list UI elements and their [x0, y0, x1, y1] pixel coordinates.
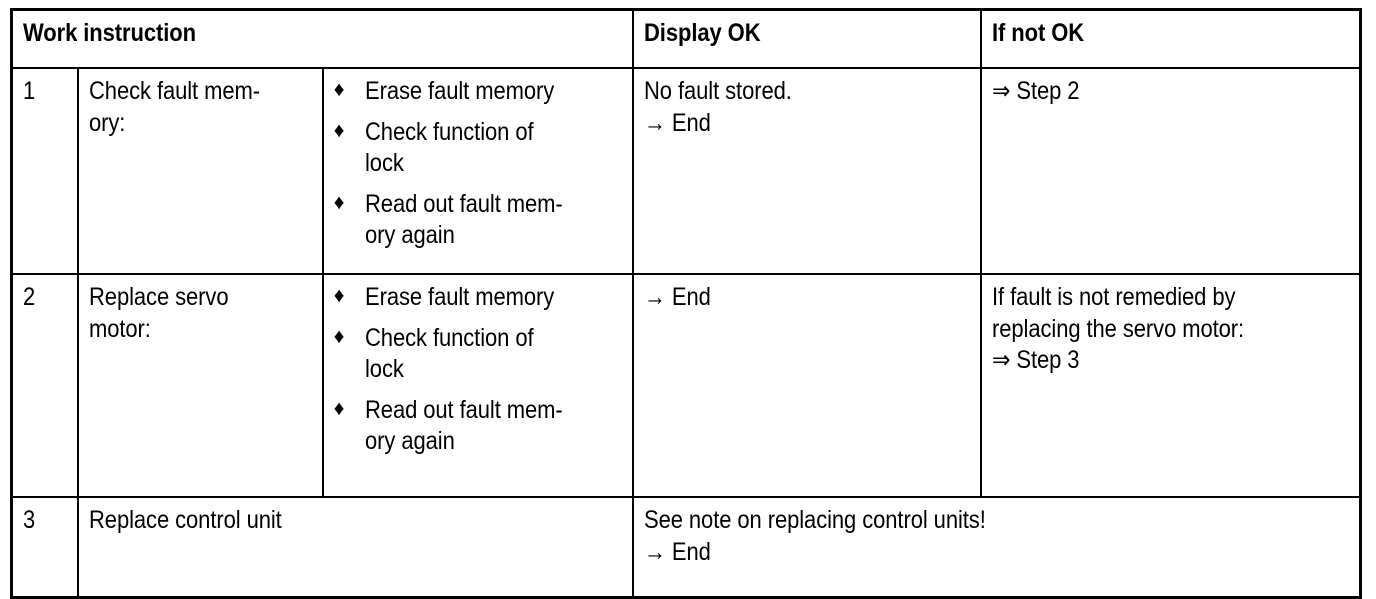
column-header-if-not-ok: If not OK [980, 8, 1362, 69]
document-page: Work instruction Display OK If not OK 1 … [10, 8, 1362, 599]
column-header-if-not-ok-label: If not OK [992, 19, 1085, 47]
diamond-bullet-icon: ♦ [333, 118, 345, 142]
list-item: ♦ Read out fault mem- ory again [334, 189, 622, 252]
table-body: 1 Check fault mem- ory: ♦ Erase fault me… [10, 67, 1362, 599]
list-item-label: Read out fault mem- ory again [364, 189, 563, 250]
step-checklist-cell: ♦ Erase fault memory ♦ Check function of… [321, 273, 634, 498]
display-ok-cell: No fault stored. → End [631, 67, 983, 275]
display-ok-text: See note on replacing control units! → E… [643, 506, 986, 566]
checklist: ♦ Erase fault memory ♦ Check function of… [334, 76, 622, 252]
step-number: 3 [23, 506, 36, 534]
if-not-ok-cell: ⇒ Step 2 [980, 67, 1362, 275]
column-header-work-instruction: Work instruction [10, 8, 634, 69]
display-ok-cell: → End [631, 273, 983, 498]
column-header-display-ok-label: Display OK [643, 19, 761, 47]
list-item: ♦ Read out fault mem- ory again [334, 395, 622, 458]
if-not-ok-text: ⇒ Step 2 [992, 77, 1080, 105]
step-task-text: Replace servo motor: [88, 283, 229, 343]
column-header-display-ok: Display OK [631, 8, 983, 69]
work-instruction-table: Work instruction Display OK If not OK 1 … [10, 8, 1362, 599]
list-item: ♦ Erase fault memory [334, 282, 622, 314]
diamond-bullet-icon: ♦ [333, 190, 345, 214]
list-item-label: Erase fault memory [364, 77, 554, 105]
table-row: 1 Check fault mem- ory: ♦ Erase fault me… [10, 67, 1362, 275]
if-not-ok-cell: If fault is not remedied by replacing th… [980, 273, 1362, 498]
diamond-bullet-icon: ♦ [333, 78, 345, 101]
list-item: ♦ Check function of lock [334, 323, 622, 386]
list-item-label: Erase fault memory [364, 283, 554, 311]
table-row: 2 Replace servo motor: ♦ Erase fault mem… [10, 273, 1362, 498]
column-header-work-instruction-label: Work instruction [23, 19, 196, 47]
list-item: ♦ Erase fault memory [334, 76, 622, 108]
step-number-cell: 2 [10, 273, 79, 498]
step-task-cell: Check fault mem- ory: [76, 67, 324, 275]
checklist: ♦ Erase fault memory ♦ Check function of… [334, 282, 622, 458]
step-task-text: Check fault mem- ory: [88, 77, 260, 137]
if-not-ok-text: If fault is not remedied by replacing th… [992, 283, 1245, 374]
diamond-bullet-icon: ♦ [333, 396, 345, 420]
list-item-label: Read out fault mem- ory again [364, 395, 563, 456]
display-ok-text: No fault stored. → End [643, 77, 792, 137]
display-ok-text: → End [643, 283, 711, 311]
list-item-label: Check function of lock [364, 323, 534, 384]
table-header-row: Work instruction Display OK If not OK [10, 8, 1362, 69]
step-task-cell: Replace control unit [76, 496, 634, 599]
step-task-text: Replace control unit [88, 506, 282, 534]
step-checklist-cell: ♦ Erase fault memory ♦ Check function of… [321, 67, 634, 275]
table-header: Work instruction Display OK If not OK [10, 8, 1362, 69]
display-ok-cell: See note on replacing control units! → E… [631, 496, 1362, 599]
diamond-bullet-icon: ♦ [333, 284, 345, 307]
step-number-cell: 3 [10, 496, 79, 599]
table-row: 3 Replace control unit See note on repla… [10, 496, 1362, 599]
step-number: 2 [23, 283, 36, 311]
step-number-cell: 1 [10, 67, 79, 275]
step-task-cell: Replace servo motor: [76, 273, 324, 498]
list-item-label: Check function of lock [364, 117, 534, 178]
list-item: ♦ Check function of lock [334, 117, 622, 180]
diamond-bullet-icon: ♦ [333, 324, 345, 348]
step-number: 1 [23, 77, 36, 105]
